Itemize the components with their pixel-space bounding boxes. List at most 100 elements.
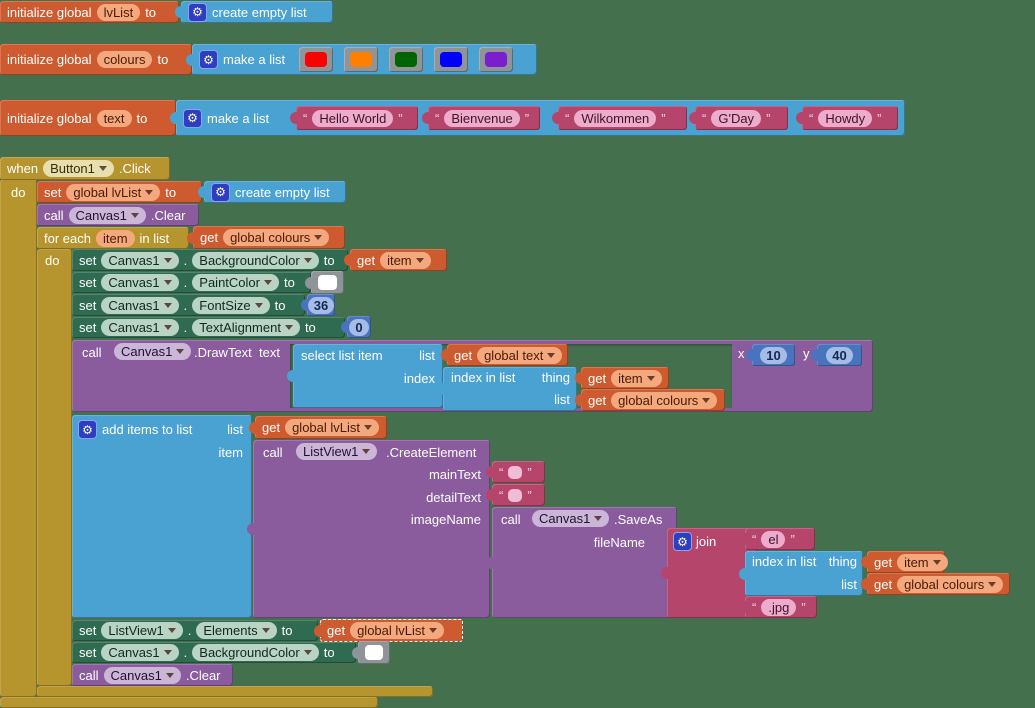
for-each-block-spine[interactable] [37, 249, 72, 686]
index-in-list-block[interactable]: index in list thing list [745, 551, 863, 596]
call-canvas-clear-block[interactable]: call Canvas1 .Clear [72, 664, 233, 686]
variable-name-field[interactable]: colours [96, 51, 153, 68]
when-block-spine[interactable] [0, 179, 37, 697]
variable-dropdown[interactable]: global lvList [285, 419, 380, 436]
variable-name-field[interactable]: lvList [96, 3, 141, 21]
set-canvas-textalignment-block[interactable]: set Canvas1 . TextAlignment to [72, 317, 345, 338]
component-dropdown[interactable]: Canvas1 [101, 251, 179, 269]
component-dropdown[interactable]: Canvas1 [101, 319, 179, 336]
property-dropdown[interactable]: Elements [196, 622, 277, 639]
get-global-text-block[interactable]: get global text [447, 344, 568, 366]
number-block[interactable]: 0 [347, 316, 371, 338]
variable-dropdown[interactable]: item [380, 251, 431, 269]
call-canvas-clear-block[interactable]: call Canvas1 .Clear [37, 204, 199, 226]
create-empty-list-block[interactable]: ⚙ create empty list [204, 181, 346, 203]
variable-name-field[interactable]: text [96, 109, 132, 127]
number-field[interactable]: 40 [826, 346, 853, 364]
property-dropdown[interactable]: BackgroundColor [192, 644, 319, 661]
set-listview-elements-block[interactable]: set ListView1 . Elements to [72, 620, 318, 641]
string-field[interactable]: .jpg [761, 598, 797, 616]
color-swatch[interactable] [318, 275, 337, 290]
color-block-red[interactable] [299, 47, 334, 72]
component-dropdown[interactable]: Canvas1 [532, 510, 610, 527]
string-field[interactable]: G'Day [711, 109, 762, 127]
number-field[interactable]: 36 [307, 296, 335, 314]
set-canvas-backgroundcolor-block[interactable]: set Canvas1 . BackgroundColor to [72, 249, 348, 271]
mutator-gear-icon[interactable]: ⚙ [78, 420, 97, 439]
add-items-to-list-block[interactable]: ⚙ add items to list list item [72, 415, 252, 618]
init-global-colours-block[interactable]: initialize global colours to [0, 44, 192, 75]
component-dropdown[interactable]: ListView1 [296, 443, 378, 460]
component-dropdown[interactable]: Canvas1 [101, 296, 179, 314]
string-block[interactable]: “ Wilkommen ” [558, 106, 687, 130]
variable-dropdown[interactable]: item [611, 369, 662, 387]
property-dropdown[interactable]: BackgroundColor [192, 251, 319, 269]
string-field[interactable] [508, 488, 523, 502]
empty-string-block[interactable]: “ ” [492, 461, 545, 483]
index-in-list-block[interactable]: index in list thing list [443, 367, 577, 411]
string-block[interactable]: “ Bienvenue ” [428, 106, 540, 130]
variable-dropdown[interactable]: global text [477, 346, 563, 364]
string-field[interactable]: Howdy [818, 109, 873, 127]
color-block-white[interactable] [358, 641, 390, 664]
string-block[interactable]: “ Hello World ” [296, 106, 418, 130]
init-global-lvlist-block[interactable]: initialize global lvList to [0, 1, 179, 23]
get-item-block[interactable]: get item [867, 551, 948, 573]
color-block-green[interactable] [389, 47, 424, 72]
get-item-block[interactable]: get item [350, 249, 447, 271]
string-field[interactable] [508, 465, 523, 479]
number-block[interactable]: 36 [307, 294, 335, 316]
mutator-gear-icon[interactable]: ⚙ [188, 2, 207, 22]
get-global-lvlist-block-selected[interactable]: get global lvList [320, 619, 463, 642]
component-dropdown[interactable]: Canvas1 [68, 206, 146, 224]
call-listview-createelement-block[interactable]: call ListView1 .CreateElement mainText d… [253, 440, 490, 618]
color-swatch[interactable] [440, 52, 463, 67]
mutator-gear-icon[interactable]: ⚙ [673, 532, 692, 551]
call-canvas-saveas-block[interactable]: call Canvas1 .SaveAs fileName [492, 507, 677, 618]
init-global-text-block[interactable]: initialize global text to [0, 100, 176, 136]
variable-dropdown[interactable]: global lvList [350, 622, 445, 639]
string-field[interactable]: Hello World [312, 109, 394, 127]
component-dropdown[interactable]: Canvas1 [101, 274, 179, 291]
set-canvas-backgroundcolor-block[interactable]: set Canvas1 . BackgroundColor to [72, 642, 356, 663]
string-block[interactable]: “ G'Day ” [695, 106, 788, 130]
component-dropdown[interactable]: Button1 [43, 160, 114, 177]
variable-dropdown[interactable]: global lvList [66, 183, 161, 201]
string-block[interactable]: “ el ” [745, 528, 815, 550]
component-dropdown[interactable]: Canvas1 [101, 644, 179, 661]
number-field[interactable]: 10 [760, 346, 787, 364]
string-block[interactable]: “ Howdy ” [802, 106, 898, 130]
string-block[interactable]: “ .jpg ” [745, 596, 817, 618]
component-dropdown[interactable]: ListView1 [101, 622, 183, 639]
when-block-bottom[interactable] [0, 697, 378, 708]
color-block-purple[interactable] [479, 47, 514, 72]
get-global-colours-block[interactable]: get global colours [193, 226, 345, 249]
property-dropdown[interactable]: TextAlignment [192, 319, 300, 336]
empty-string-block[interactable]: “ ” [492, 484, 545, 506]
for-each-block[interactable]: for each item in list [37, 227, 189, 249]
color-swatch[interactable] [485, 52, 508, 67]
color-swatch[interactable] [305, 52, 328, 67]
get-global-colours-block[interactable]: get global colours [581, 389, 725, 411]
variable-dropdown[interactable]: global colours [897, 575, 1004, 593]
get-global-colours-block[interactable]: get global colours [867, 573, 1010, 595]
color-swatch[interactable] [365, 645, 383, 660]
get-global-lvlist-block[interactable]: get global lvList [255, 416, 387, 439]
when-button-click-block[interactable]: when Button1 .Click [0, 157, 170, 180]
select-list-item-block[interactable]: select list item list index [293, 344, 443, 408]
set-canvas-fontsize-block[interactable]: set Canvas1 . FontSize to [72, 294, 305, 316]
number-block-y[interactable]: 40 [817, 344, 862, 366]
component-dropdown[interactable]: Canvas1 [114, 343, 192, 360]
set-global-lvlist-block[interactable]: set global lvList to [37, 181, 202, 203]
set-canvas-paintcolor-block[interactable]: set Canvas1 . PaintColor to [72, 272, 311, 293]
for-each-block-bottom[interactable] [37, 686, 433, 697]
variable-dropdown[interactable]: global colours [223, 229, 330, 246]
make-a-list-colours-block[interactable]: ⚙ make a list [192, 44, 537, 75]
variable-dropdown[interactable]: global colours [611, 391, 718, 409]
color-block-orange[interactable] [344, 47, 379, 72]
string-field[interactable]: Bienvenue [444, 109, 520, 127]
variable-dropdown[interactable]: item [897, 553, 948, 571]
color-swatch[interactable] [350, 52, 373, 67]
color-block-white[interactable] [311, 271, 344, 294]
string-field[interactable]: Wilkommen [574, 109, 657, 127]
